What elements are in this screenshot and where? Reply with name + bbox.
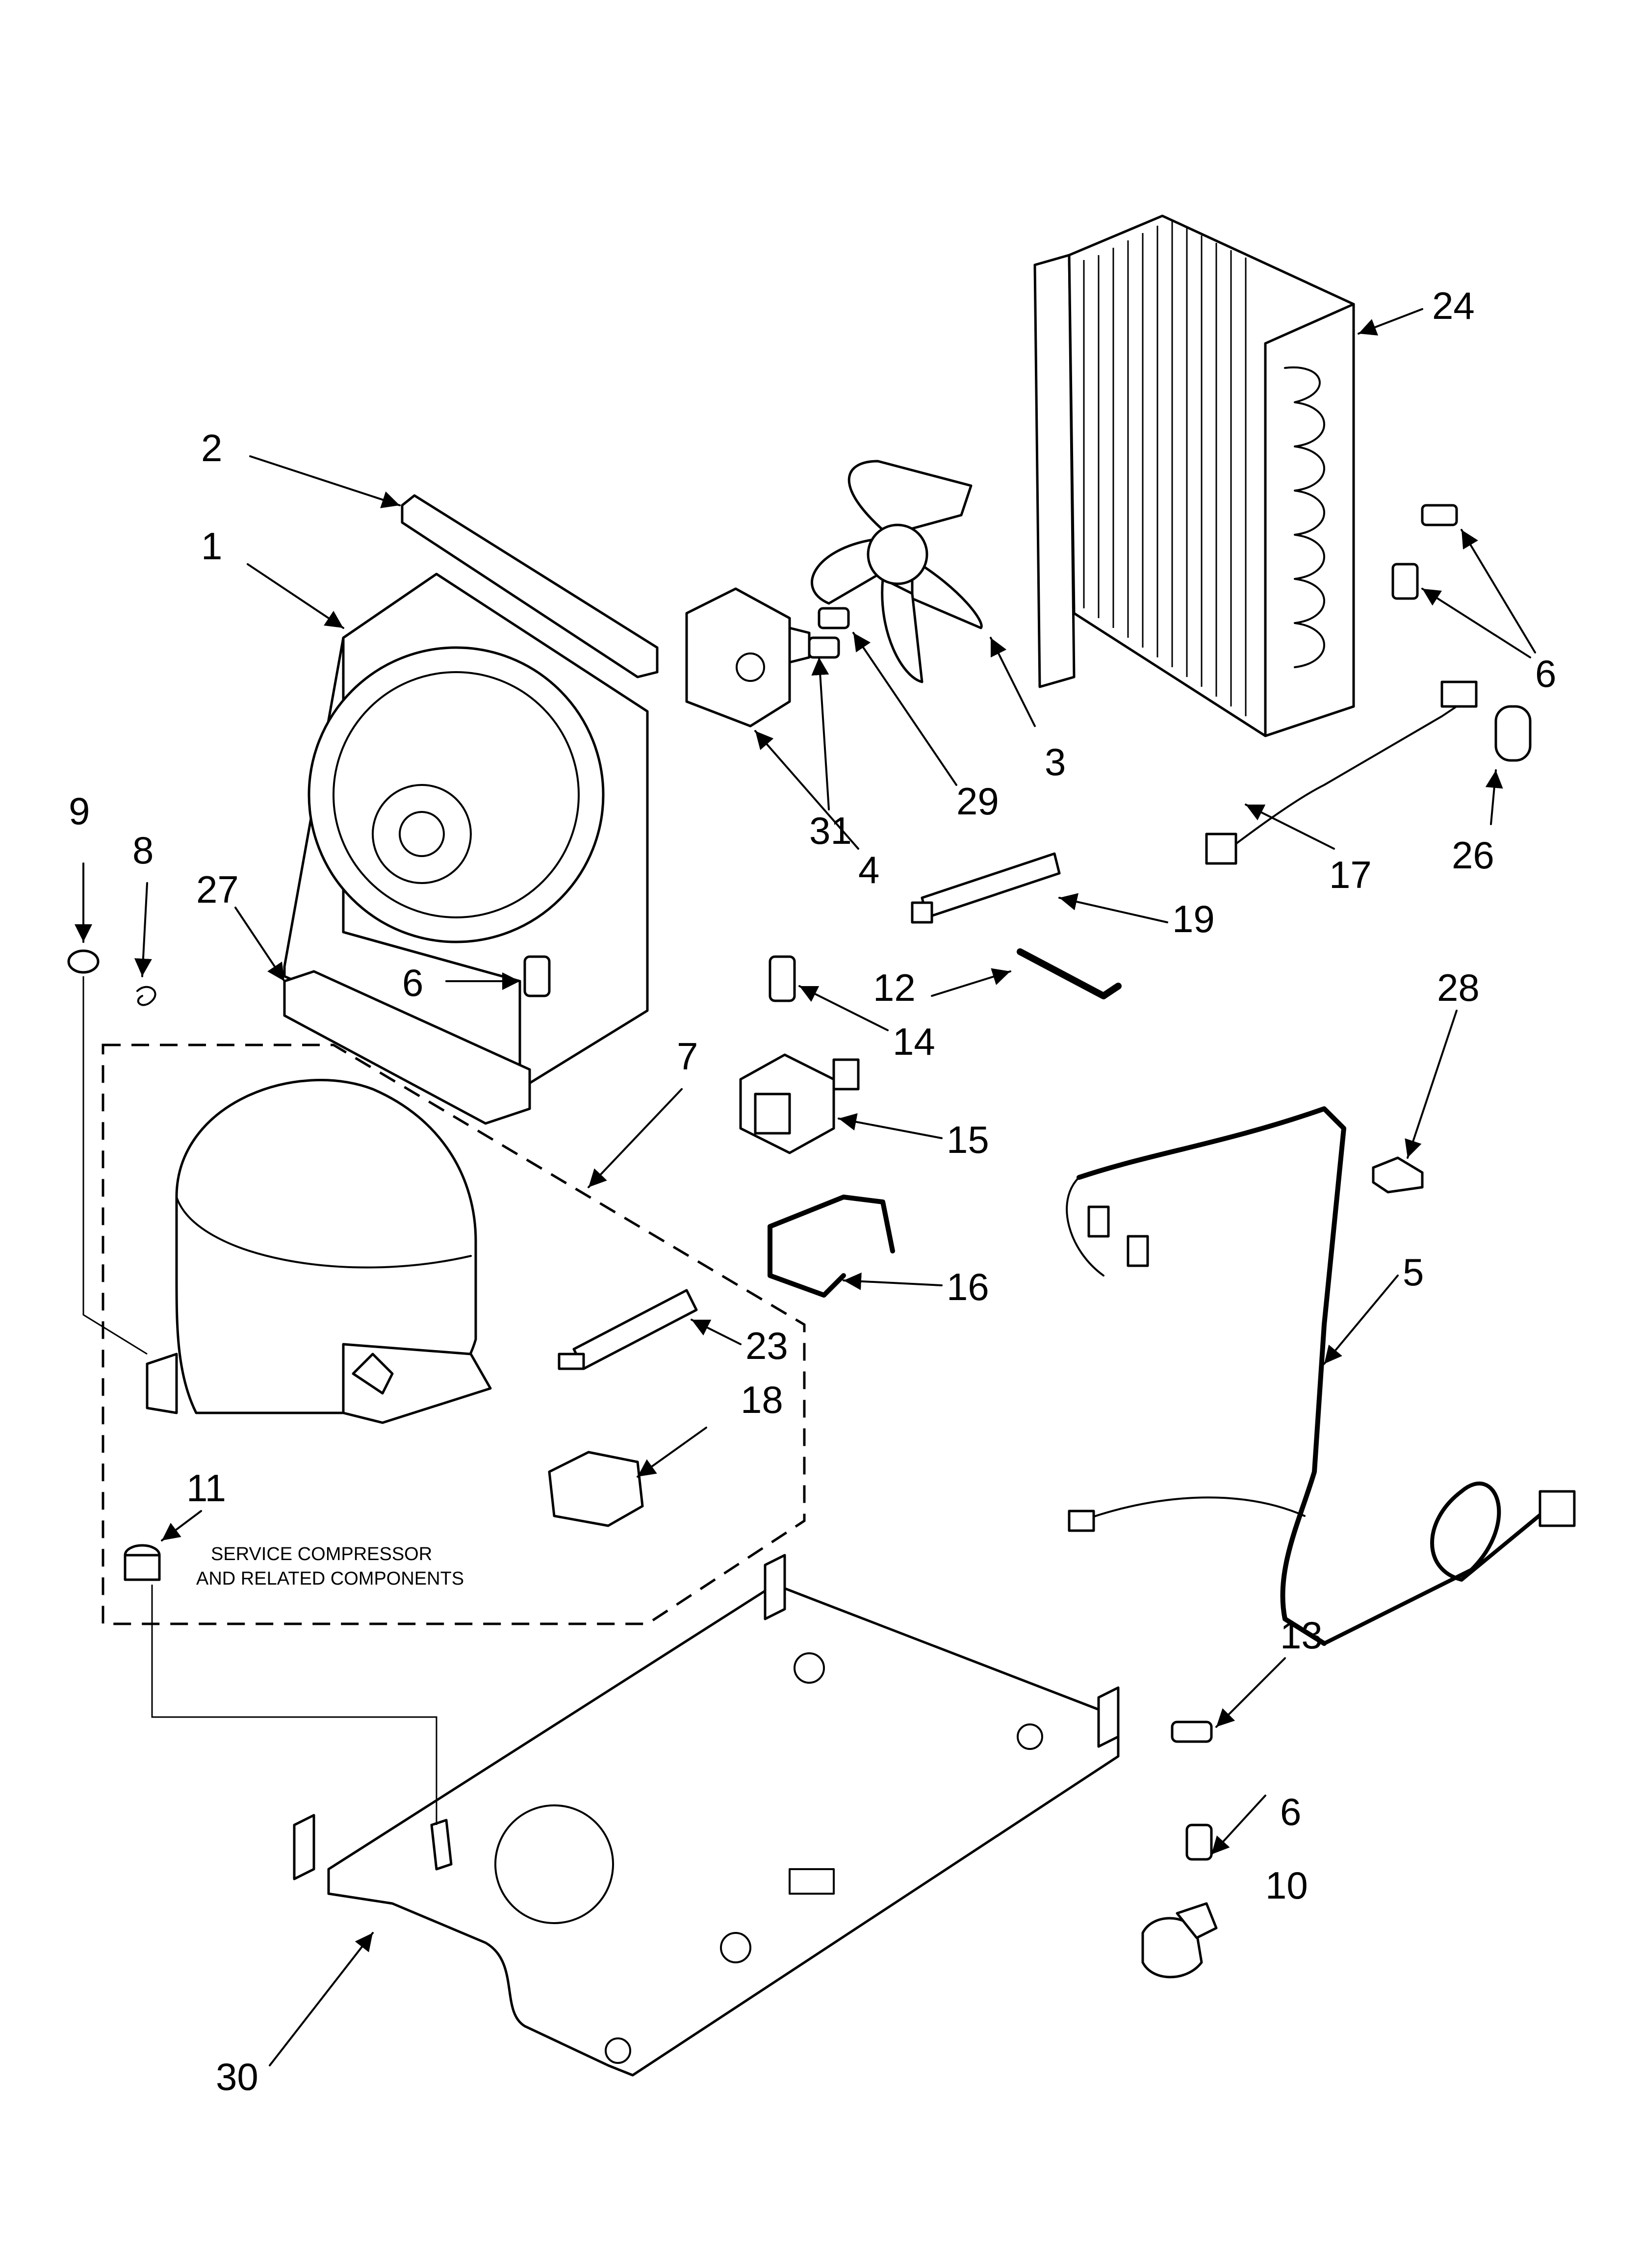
callout-26: 26 — [1452, 834, 1494, 877]
wiring-harness — [1066, 1106, 1576, 1646]
callout-2: 2 — [201, 426, 222, 469]
service-boundary — [102, 1043, 806, 1625]
fan-motor — [685, 587, 811, 728]
screw — [1185, 1824, 1213, 1861]
service-note: SERVICE COMPRESSOR AND RELATED COMPONENT… — [196, 1544, 464, 1589]
callout-15: 15 — [947, 1118, 989, 1161]
clip-pin — [136, 986, 156, 1006]
relay — [739, 1053, 860, 1154]
condenser — [1033, 214, 1355, 737]
callout-1: 1 — [201, 524, 222, 568]
service-note-line-2: AND RELATED COMPONENTS — [196, 1568, 464, 1589]
plate — [283, 970, 531, 1125]
cap — [1494, 705, 1532, 762]
harness-sensor — [1205, 680, 1478, 865]
callout-9: 9 — [69, 789, 90, 833]
fan-shroud — [283, 573, 649, 1091]
overload-relay — [548, 1451, 644, 1527]
tube — [1017, 948, 1122, 999]
callout-4: 4 — [858, 848, 879, 891]
leader-line — [151, 1585, 437, 1825]
callout-6: 6 — [1280, 1790, 1301, 1833]
clamp — [1141, 1902, 1218, 1979]
clip — [1372, 1156, 1424, 1194]
callout-30: 30 — [216, 2055, 258, 2098]
callout-labels: 1 2 3 4 5 6 6 6 7 8 9 10 11 12 13 14 15 … — [69, 284, 1556, 2098]
base-pan — [293, 1554, 1120, 2077]
condenser-fins — [1083, 221, 1247, 716]
service-note-line-1: SERVICE COMPRESSOR — [211, 1544, 432, 1564]
callout-13: 13 — [1280, 1614, 1323, 1657]
grommet — [67, 949, 100, 974]
callout-3: 3 — [1045, 740, 1066, 783]
screw — [1171, 1721, 1213, 1743]
callout-11: 11 — [186, 1466, 226, 1510]
callout-6: 6 — [1535, 652, 1556, 695]
callout-17: 17 — [1329, 853, 1372, 896]
leader-line — [82, 976, 148, 1355]
compressor — [146, 1079, 492, 1424]
callout-7: 7 — [677, 1035, 698, 1078]
fan-blade — [811, 460, 983, 683]
callout-6: 6 — [402, 961, 423, 1004]
callout-10: 10 — [1265, 1864, 1308, 1907]
bracket — [768, 1195, 895, 1298]
callout-23: 23 — [745, 1324, 788, 1367]
grommet — [124, 1544, 161, 1581]
callout-18: 18 — [741, 1378, 783, 1421]
screw — [769, 955, 796, 1002]
callout-19: 19 — [1172, 897, 1215, 940]
callout-28: 28 — [1437, 966, 1480, 1009]
leader-arrows — [75, 308, 1536, 2066]
callout-16: 16 — [947, 1265, 989, 1308]
filter-drier — [558, 1289, 698, 1370]
callout-14: 14 — [893, 1020, 935, 1063]
callout-27: 27 — [196, 868, 239, 911]
callout-29: 29 — [956, 780, 999, 823]
screw — [523, 955, 551, 997]
screw — [1391, 504, 1458, 600]
callout-12: 12 — [873, 966, 916, 1009]
cable-tie — [911, 852, 1061, 924]
callout-24: 24 — [1432, 284, 1475, 327]
callout-31: 31 — [809, 809, 852, 852]
gasket-strip — [401, 494, 659, 678]
callout-5: 5 — [1403, 1251, 1424, 1294]
screw-pair — [808, 607, 850, 659]
callout-8: 8 — [132, 829, 154, 872]
